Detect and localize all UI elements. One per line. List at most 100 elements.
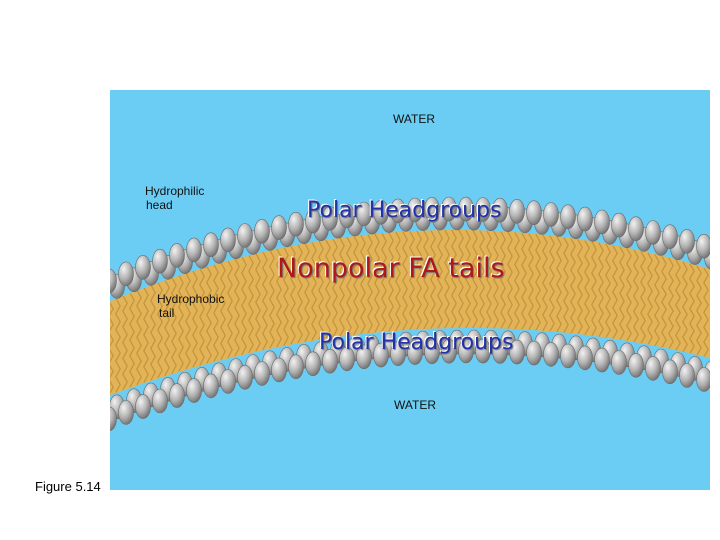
hydrophilic-label-line1: Hydrophilic bbox=[145, 184, 205, 198]
fatty-acid-tail bbox=[150, 284, 156, 381]
fatty-acid-tail bbox=[521, 232, 527, 330]
polar-headgroup bbox=[186, 378, 202, 403]
polar-headgroup bbox=[509, 339, 525, 365]
polar-headgroup bbox=[628, 352, 644, 378]
fatty-acid-tail bbox=[227, 260, 233, 359]
fatty-acid-tail bbox=[185, 272, 191, 370]
polar-headgroup bbox=[628, 216, 644, 241]
fatty-acid-tail bbox=[423, 230, 429, 330]
hydrophilic-head-label: Hydrophilic head bbox=[145, 184, 204, 212]
water-bottom-label: WATER bbox=[394, 398, 436, 412]
fatty-acid-tail bbox=[360, 234, 366, 335]
polar-headgroup bbox=[254, 361, 270, 386]
polar-headgroup bbox=[696, 367, 710, 392]
polar-headgroup bbox=[322, 206, 338, 231]
fatty-acid-tail bbox=[395, 231, 401, 331]
polar-headgroup bbox=[220, 227, 236, 253]
fatty-acid-tail bbox=[584, 240, 590, 336]
fatty-acid-tail bbox=[689, 263, 695, 354]
polar-headgroup bbox=[135, 394, 151, 419]
polar-headgroup bbox=[110, 268, 117, 293]
fatty-acid-tail bbox=[486, 230, 492, 329]
fatty-acid-tail bbox=[703, 267, 709, 358]
polar-headgroup bbox=[645, 220, 661, 245]
fatty-acid-tail bbox=[605, 243, 611, 339]
fatty-acid-tail bbox=[269, 249, 275, 349]
polar-headgroup bbox=[441, 196, 457, 222]
fatty-acid-tail bbox=[402, 231, 408, 331]
polar-headgroup bbox=[271, 215, 287, 240]
polar-headgroup bbox=[110, 406, 117, 431]
fatty-acid-tail bbox=[507, 231, 513, 330]
polar-headgroup bbox=[679, 229, 695, 254]
polar-headgroup bbox=[560, 343, 576, 369]
polar-headgroup bbox=[407, 340, 423, 365]
fatty-acid-tail bbox=[353, 235, 359, 336]
polar-headgroup bbox=[373, 342, 389, 368]
polar-headgroup bbox=[441, 338, 457, 364]
water-top-label: WATER bbox=[393, 112, 435, 126]
fatty-acid-tail bbox=[192, 270, 198, 368]
polar-headgroup bbox=[679, 363, 695, 388]
fatty-acid-tail bbox=[444, 230, 450, 329]
fatty-acid-tail bbox=[696, 265, 702, 356]
fatty-acid-tail bbox=[346, 236, 352, 336]
polar-headgroup bbox=[475, 338, 491, 364]
hydrophilic-label-line2: head bbox=[146, 198, 173, 212]
polar-headgroup bbox=[611, 350, 627, 375]
polar-headgroup bbox=[322, 348, 338, 374]
fatty-acid-tail bbox=[241, 256, 247, 355]
polar-headgroup bbox=[152, 388, 168, 414]
top-polar-headgroups bbox=[110, 196, 710, 299]
fatty-acid-tail bbox=[654, 254, 660, 347]
fatty-acid-tail bbox=[367, 234, 373, 334]
fatty-acid-tail bbox=[591, 241, 597, 337]
fatty-acid-tail bbox=[619, 246, 625, 341]
fatty-acid-tail bbox=[626, 247, 632, 342]
polar-headgroup bbox=[288, 354, 304, 380]
fatty-acid-tail bbox=[164, 279, 170, 376]
nonpolar-fa-tails-label: Nonpolar FA tails bbox=[277, 253, 505, 284]
hydrophobic-label-line2: tail bbox=[159, 306, 175, 320]
fatty-acid-tail bbox=[297, 244, 303, 344]
polar-headgroups-top-label: Polar Headgroups bbox=[307, 198, 502, 223]
lipid-bilayer-illustration bbox=[110, 90, 710, 490]
polar-headgroup bbox=[237, 223, 253, 248]
fatty-acid-tail bbox=[556, 236, 562, 333]
fatty-acid-tail bbox=[157, 281, 163, 379]
polar-headgroup bbox=[169, 243, 185, 268]
polar-headgroup bbox=[339, 203, 355, 229]
polar-headgroup bbox=[696, 233, 710, 259]
polar-headgroup bbox=[424, 197, 440, 222]
fatty-acid-tail bbox=[451, 230, 457, 329]
fatty-acid-tail bbox=[388, 232, 394, 332]
fatty-acid-tail bbox=[668, 257, 674, 350]
fatty-acid-tail bbox=[675, 259, 681, 351]
polar-headgroup bbox=[305, 351, 321, 377]
fatty-acid-tail bbox=[262, 251, 268, 351]
fatty-acid-tail bbox=[234, 258, 240, 357]
fatty-acid-tail bbox=[178, 274, 184, 372]
polar-headgroup bbox=[526, 200, 542, 225]
fatty-acid-tail bbox=[171, 277, 177, 374]
polar-headgroup bbox=[594, 209, 610, 235]
fatty-acid-tail bbox=[129, 292, 135, 388]
polar-headgroup bbox=[356, 201, 372, 227]
fatty-acid-tail bbox=[325, 239, 331, 339]
polar-headgroup bbox=[492, 197, 508, 223]
polar-headgroup bbox=[237, 364, 253, 390]
polar-headgroup bbox=[509, 199, 525, 224]
fatty-acid-tail bbox=[479, 230, 485, 329]
fatty-acid-tail bbox=[514, 232, 520, 330]
polar-headgroup bbox=[254, 219, 270, 244]
polar-headgroup bbox=[305, 208, 321, 234]
polar-headgroup bbox=[458, 196, 474, 222]
polar-headgroup bbox=[577, 345, 593, 371]
fatty-acid-tail bbox=[409, 230, 415, 330]
fatty-acid-tail bbox=[458, 230, 464, 329]
fatty-acid-tail bbox=[416, 230, 422, 330]
hydrophobic-label-line1: Hydrophobic bbox=[157, 292, 225, 306]
fatty-acid-tail bbox=[493, 230, 499, 329]
polar-headgroup bbox=[118, 400, 134, 425]
fatty-acid-tail bbox=[332, 238, 338, 338]
